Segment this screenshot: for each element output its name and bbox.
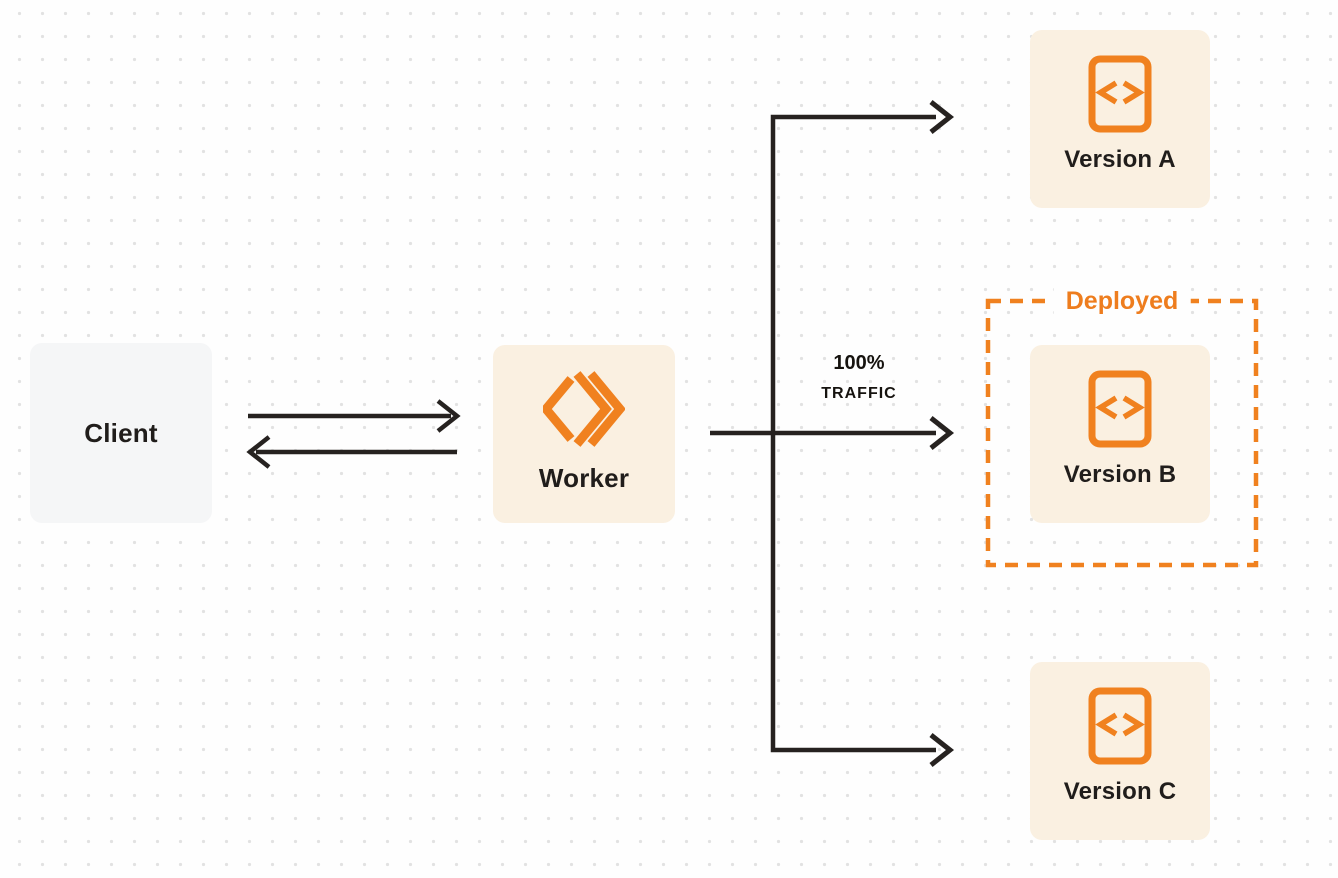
- code-file-icon: [1088, 687, 1152, 765]
- traffic-word: TRAFFIC: [821, 385, 897, 402]
- workers-double-chevron-icon: [543, 371, 625, 447]
- worker-to-client-arrow: [246, 435, 457, 469]
- code-file-icon: [1088, 55, 1152, 133]
- arrowhead-version-a: [929, 100, 955, 134]
- traffic-branch-lines: [710, 114, 936, 753]
- version-a-label: Version A: [1064, 146, 1176, 173]
- traffic-label: 100% TRAFFIC: [781, 352, 937, 403]
- arrowhead-version-b: [929, 416, 955, 450]
- client-label: Client: [84, 417, 158, 448]
- arrowhead-version-c: [929, 733, 955, 767]
- version-c-label: Version C: [1063, 778, 1177, 805]
- worker-node: Worker: [493, 345, 675, 523]
- version-c-node: Version C: [1030, 662, 1210, 840]
- traffic-percent: 100%: [833, 352, 885, 374]
- version-b-label: Version B: [1063, 461, 1177, 488]
- version-a-node: Version A: [1030, 30, 1210, 208]
- client-to-worker-arrow: [248, 399, 461, 433]
- client-node: Client: [30, 343, 212, 523]
- version-b-node: Version B: [1030, 345, 1210, 523]
- branch-arrowheads: [929, 100, 955, 767]
- deployed-label: Deployed: [1053, 286, 1191, 316]
- code-file-icon: [1088, 370, 1152, 448]
- worker-label: Worker: [538, 463, 630, 493]
